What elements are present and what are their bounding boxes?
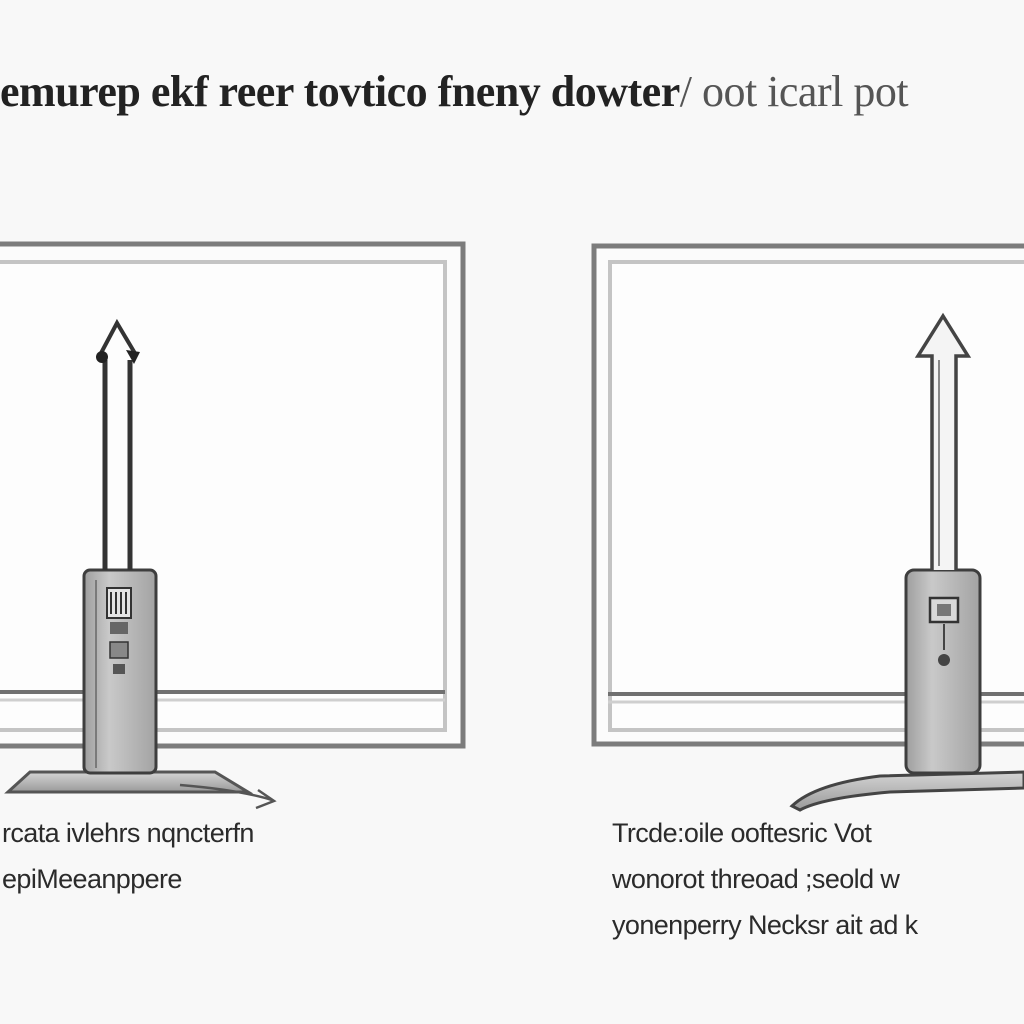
- caption-left-line-1: rcata ivlehrs nqncterfn: [2, 818, 254, 848]
- right-stand-base: [789, 770, 1024, 812]
- left-stand-cable: [179, 783, 273, 802]
- right-device: [904, 568, 982, 775]
- title-part-2: tovtico fneny dowter: [293, 67, 681, 116]
- caption-right-line-2: wonorot threoad ;seold w: [612, 864, 900, 894]
- left-arrow-dot: [96, 351, 108, 363]
- caption-left: rcata ivlehrs nqncterfn epiMeeanppere: [2, 810, 254, 902]
- title-part-1: emurep ekf reer: [0, 67, 294, 116]
- left-monitor: [0, 241, 466, 749]
- right-arrow-shape: [914, 312, 972, 570]
- left-arrow-head: [98, 318, 138, 357]
- left-stand-base: [4, 770, 254, 794]
- left-stand: [4, 770, 277, 810]
- split-arrow-up-icon: [96, 318, 140, 570]
- caption-right: Trcde:oile ooftesric Vot wonorot threoad…: [612, 810, 918, 948]
- left-stand-cable-arrow: [255, 788, 277, 810]
- caption-right-line-1: Trcde:oile ooftesric Vot: [612, 818, 872, 848]
- left-device-port-3: [113, 664, 125, 674]
- left-device-port-1: [110, 622, 128, 634]
- caption-left-line-2: epiMeeanppere: [2, 864, 182, 894]
- left-device: [82, 568, 158, 775]
- left-arrow-tip: [126, 350, 140, 364]
- arrow-up-icon: [914, 312, 972, 570]
- title-part-3: / oot icarl pot: [679, 67, 909, 116]
- left-device-port-2: [109, 641, 129, 659]
- right-device-button-core: [937, 604, 951, 616]
- right-stand: [789, 770, 1024, 812]
- left-monitor-screen: [0, 260, 447, 732]
- right-device-led: [938, 654, 950, 666]
- caption-right-line-3: yonenperry Necksr ait ad k: [612, 910, 918, 940]
- diagram-title: emurep ekf reer tovtico fneny dowter/ oo…: [0, 62, 1024, 122]
